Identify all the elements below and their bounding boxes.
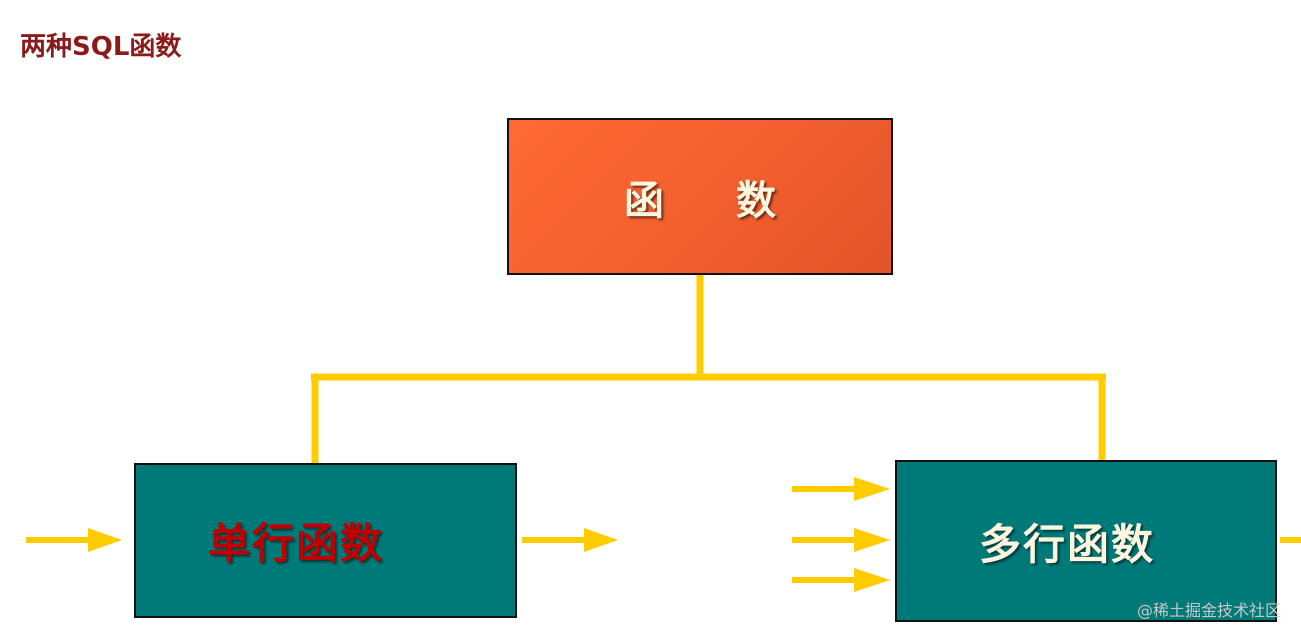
- arrow-multi-input-2: [792, 528, 890, 552]
- single-row-function-box: 单行函数: [134, 463, 517, 618]
- root-function-label: 函数: [624, 176, 848, 224]
- single-row-function-label: 单行函数: [208, 519, 385, 568]
- arrow-single-output: [522, 528, 618, 552]
- watermark: @稀土掘金技术社区: [1136, 601, 1281, 620]
- arrow-multi-input-1: [792, 477, 890, 501]
- page-title: 两种SQL函数: [20, 32, 182, 62]
- multi-row-function-label: 多行函数: [979, 519, 1156, 569]
- multi-row-function-box: 多行函数: [895, 460, 1277, 622]
- arrow-multi-input-3: [792, 568, 890, 592]
- arrow-single-input: [26, 528, 122, 552]
- root-function-box: 函数: [507, 118, 893, 275]
